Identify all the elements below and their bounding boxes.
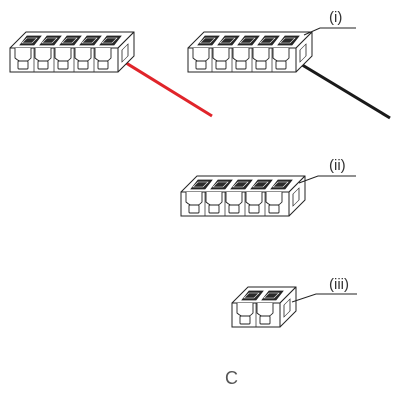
lever-lip — [252, 48, 270, 63]
red-wire — [117, 56, 213, 118]
lever-key-highlight — [219, 37, 236, 44]
lever-key-highlight — [263, 292, 280, 299]
lever-lip — [192, 48, 210, 63]
black-wire — [293, 58, 391, 120]
lever-lip — [212, 48, 230, 63]
lever-key-highlight — [252, 181, 269, 188]
lever-key-highlight — [199, 37, 216, 44]
label-iii: (iii) — [329, 276, 349, 293]
test-port — [292, 187, 300, 207]
test-port — [121, 43, 129, 63]
terminal-block-5-way-black-wire — [187, 31, 313, 73]
lever-lip — [225, 192, 243, 207]
lever-key-highlight — [243, 292, 260, 299]
terminal-block-5-way-red-wire — [9, 31, 135, 73]
wire-entry-hole — [208, 204, 220, 214]
wire-entry-hole — [259, 315, 271, 325]
label-i: (i) — [329, 9, 342, 26]
figure-caption: C — [225, 368, 238, 388]
lever-key-highlight — [81, 37, 98, 44]
test-port — [299, 43, 307, 63]
lever-lip — [74, 48, 92, 63]
lever-key-highlight — [192, 181, 209, 188]
lever-key-highlight — [259, 37, 276, 44]
lever-lip — [34, 48, 52, 63]
wire-entry-hole — [57, 60, 69, 70]
wire-entry-hole — [188, 204, 200, 214]
lever-key-highlight — [239, 37, 256, 44]
lever-key-highlight — [272, 181, 289, 188]
lever-key-highlight — [279, 37, 296, 44]
lever-key-highlight — [101, 37, 118, 44]
test-port — [283, 298, 291, 318]
wire-entry-hole — [268, 204, 280, 214]
wire-entry-hole — [17, 60, 29, 70]
wire-entry-hole — [77, 60, 89, 70]
lever-lip — [236, 303, 254, 318]
lever-key-highlight — [232, 181, 249, 188]
wire-entry-hole — [37, 60, 49, 70]
lever-lip — [245, 192, 263, 207]
wire-entry-hole — [248, 204, 260, 214]
terminal-block-5-way — [180, 175, 306, 217]
lever-lip — [265, 192, 283, 207]
wire-entry-hole — [195, 60, 207, 70]
lever-key-highlight — [21, 37, 38, 44]
lever-lip — [272, 48, 290, 63]
wire-entry-hole — [215, 60, 227, 70]
wire-entry-hole — [239, 315, 251, 325]
leader-line-ii — [298, 175, 356, 184]
lever-key-highlight — [41, 37, 58, 44]
label-ii: (ii) — [329, 157, 346, 174]
lever-lip — [54, 48, 72, 63]
lever-lip — [94, 48, 112, 63]
lever-lip — [232, 48, 250, 63]
lever-lip — [14, 48, 32, 63]
wire-entry-hole — [275, 60, 287, 70]
lever-key-highlight — [212, 181, 229, 188]
terminal-block-2-way — [231, 286, 297, 328]
lever-lip — [185, 192, 203, 207]
lever-lip — [256, 303, 274, 318]
wire-entry-hole — [228, 204, 240, 214]
leader-line-iii — [291, 293, 357, 303]
wire-entry-hole — [235, 60, 247, 70]
lever-key-highlight — [61, 37, 78, 44]
lever-lip — [205, 192, 223, 207]
wire-entry-hole — [255, 60, 267, 70]
wire-entry-hole — [97, 60, 109, 70]
leader-line-i — [303, 27, 356, 36]
